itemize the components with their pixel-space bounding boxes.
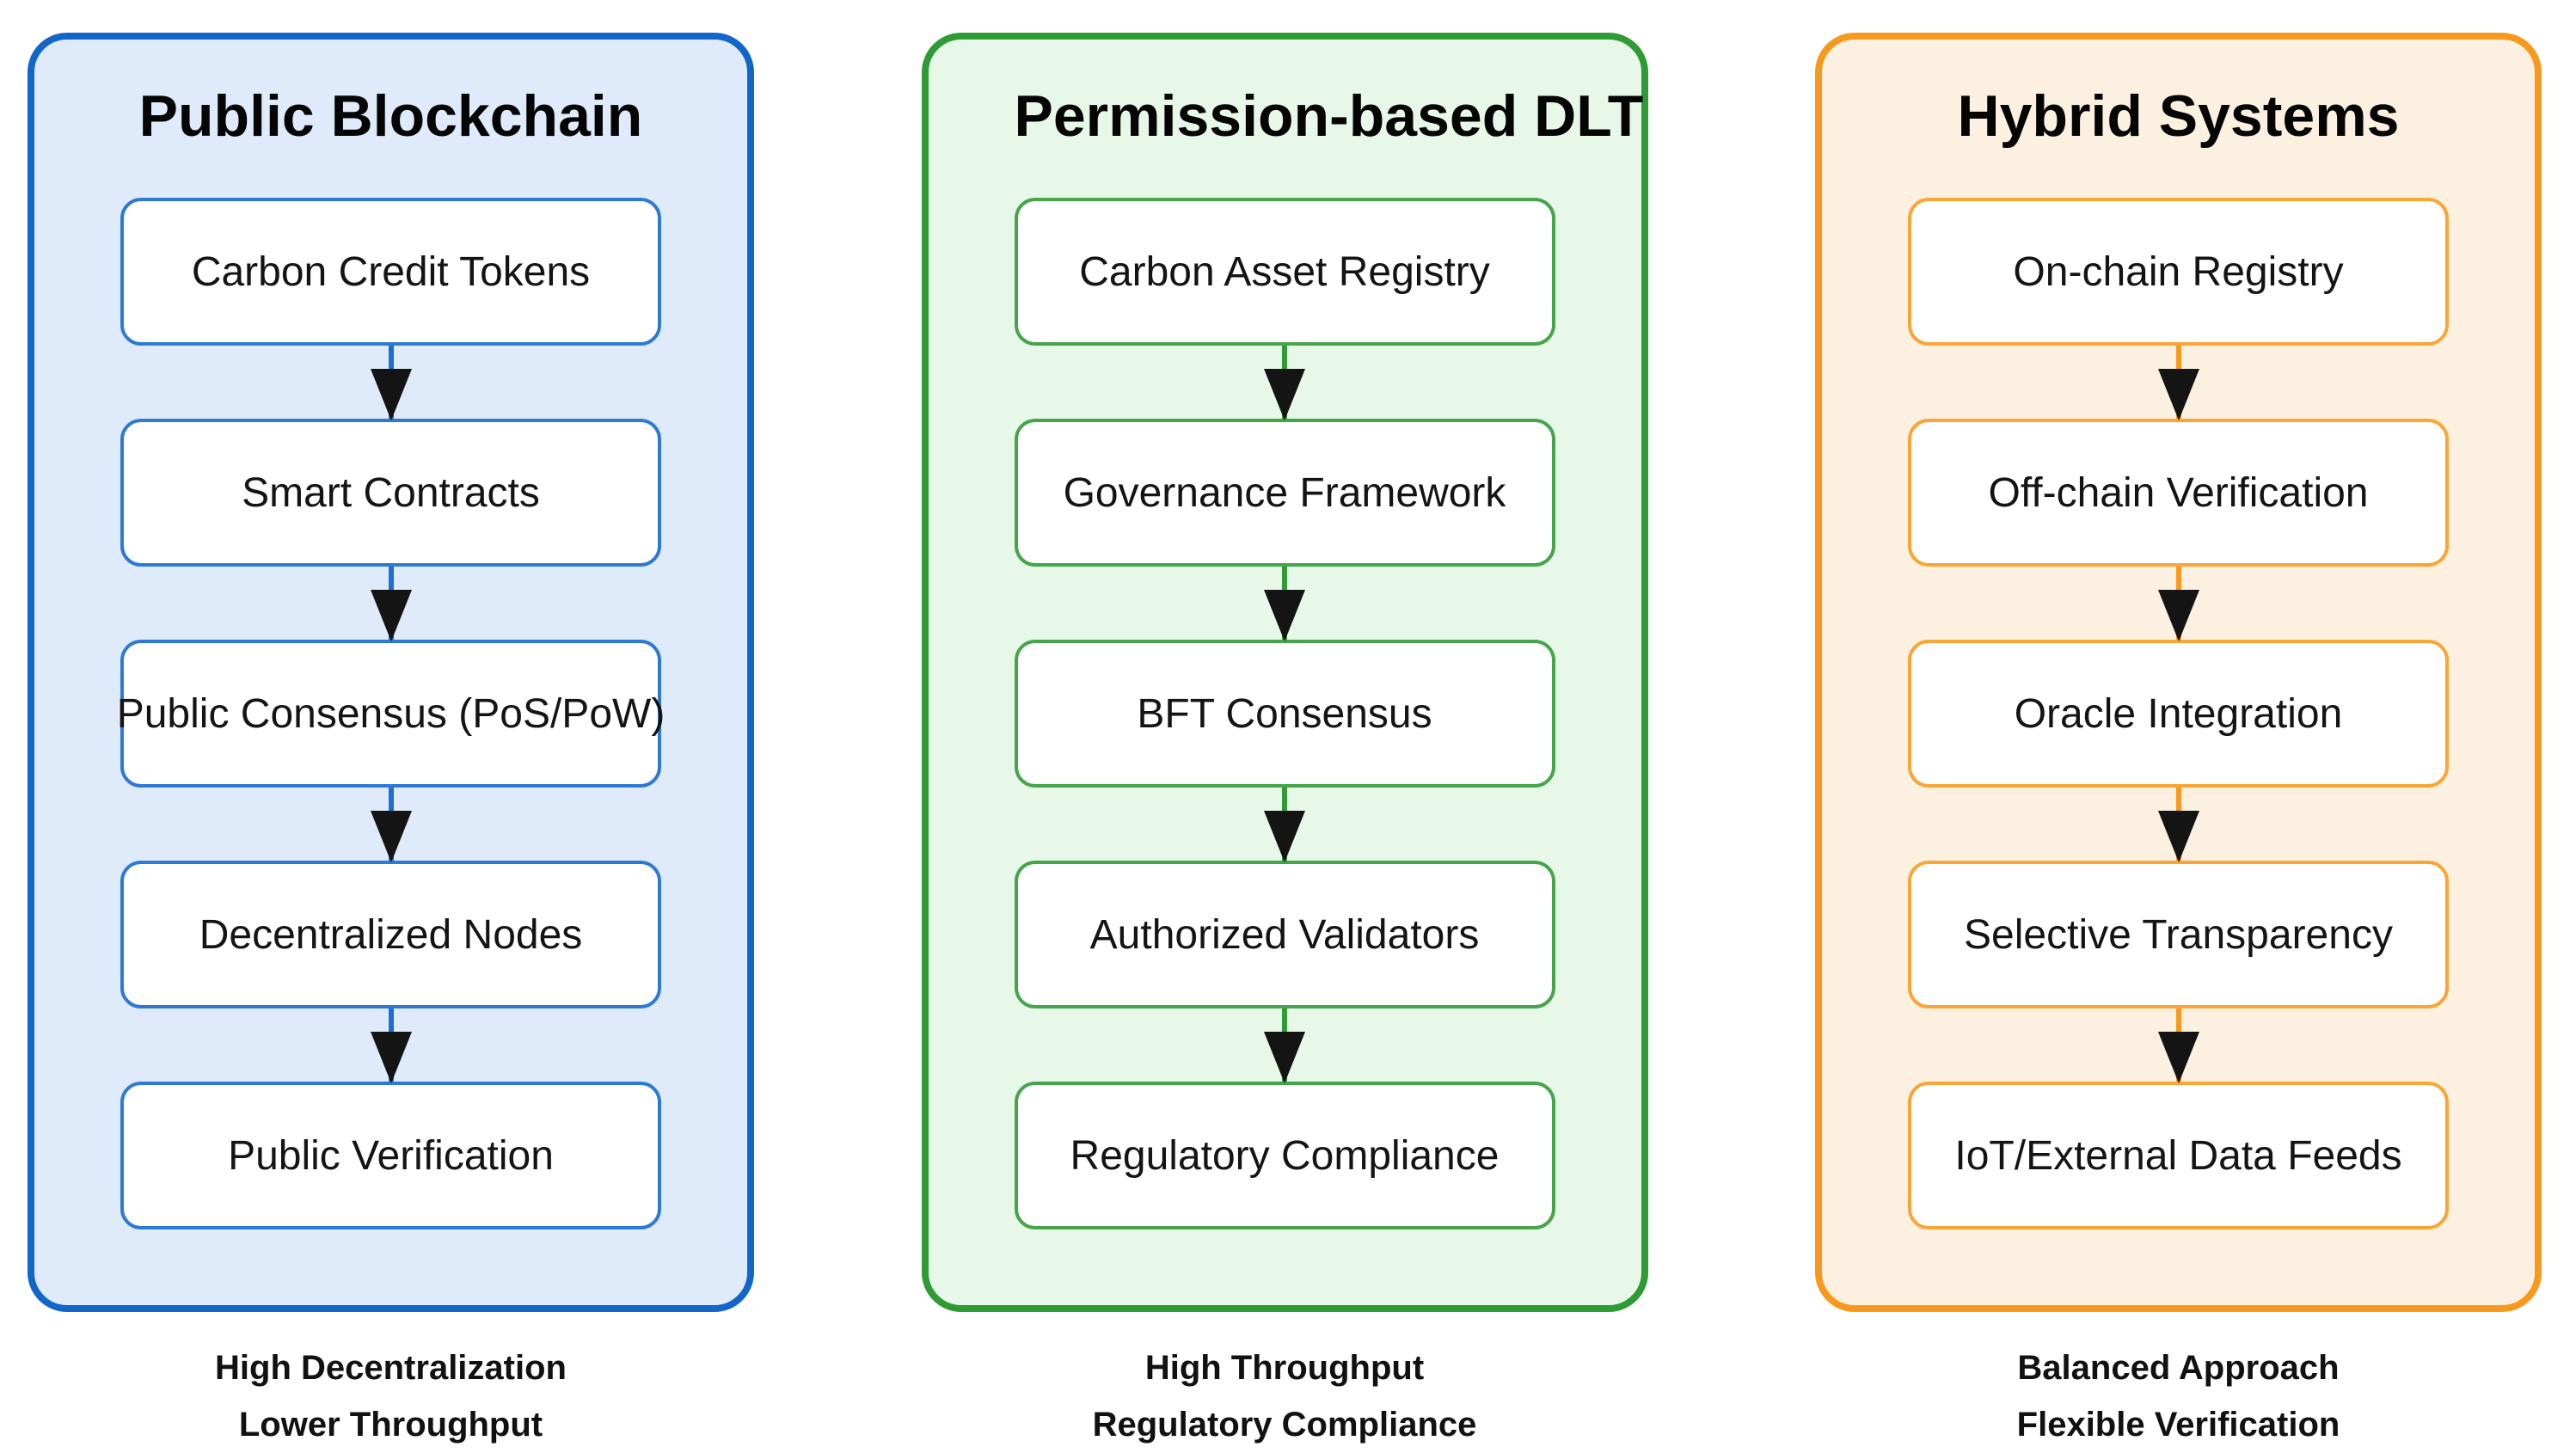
node-box: On-chain Registry — [1908, 198, 2449, 346]
arrowhead-down-icon — [1264, 1032, 1305, 1083]
column-title: Permission-based DLT — [1014, 83, 1644, 149]
caption-line: Balanced Approach — [2017, 1349, 2340, 1387]
flow-arrow — [1908, 1009, 2449, 1083]
arrowhead-down-icon — [370, 369, 412, 420]
arrowhead-down-icon — [370, 811, 412, 862]
node-box: IoT/External Data Feeds — [1908, 1082, 2449, 1229]
flow-arrow — [1015, 346, 1555, 420]
column-title: Hybrid Systems — [1957, 83, 2400, 149]
column-title: Public Blockchain — [138, 83, 643, 149]
flow-arrow — [1908, 788, 2449, 862]
permission-based-dlt-container: Permission-based DLT Carbon Asset Regist… — [921, 33, 1648, 1312]
node-box: Off-chain Verification — [1908, 419, 2449, 567]
flow-arrow — [120, 1009, 661, 1083]
flow-arrow — [120, 567, 661, 641]
arrowhead-down-icon — [1264, 590, 1305, 641]
arrowhead-down-icon — [370, 1032, 412, 1083]
node-box: Carbon Asset Registry — [1014, 198, 1555, 346]
caption-line: Regulatory Compliance — [1092, 1406, 1477, 1444]
public-blockchain-container: Public Blockchain Carbon Credit Tokens S… — [28, 33, 754, 1312]
columns-row: Public Blockchain Carbon Credit Tokens S… — [28, 33, 2542, 1453]
node-box: BFT Consensus — [1014, 640, 1555, 788]
column-permission-based-dlt: Permission-based DLT Carbon Asset Regist… — [921, 33, 1648, 1453]
column-hybrid-systems: Hybrid Systems On-chain Registry Off-cha… — [1815, 33, 2542, 1453]
node-box: Smart Contracts — [120, 419, 661, 567]
caption-line: High Throughput — [1144, 1349, 1425, 1387]
hybrid-systems-container: Hybrid Systems On-chain Registry Off-cha… — [1815, 33, 2542, 1312]
flow-arrow — [1015, 788, 1555, 862]
arrowhead-down-icon — [2157, 1032, 2199, 1083]
arrowhead-down-icon — [1264, 369, 1305, 420]
caption-line: Lower Throughput — [238, 1406, 543, 1444]
column-caption: High Throughput Regulatory Compliance — [1093, 1340, 1477, 1453]
flow-arrow — [1908, 567, 2449, 641]
arrowhead-down-icon — [2157, 590, 2199, 641]
caption-line: High Decentralization — [215, 1349, 567, 1387]
column-caption: High Decentralization Lower Throughput — [215, 1340, 567, 1453]
node-box: Carbon Credit Tokens — [120, 198, 661, 346]
arrowhead-down-icon — [370, 590, 412, 641]
flow-arrow — [120, 346, 661, 420]
node-box: Governance Framework — [1014, 419, 1555, 567]
node-box: Oracle Integration — [1908, 640, 2449, 788]
node-box: Public Verification — [120, 1082, 661, 1229]
node-box: Selective Transparency — [1908, 861, 2449, 1009]
caption-line: Flexible Verification — [2016, 1406, 2340, 1444]
column-public-blockchain: Public Blockchain Carbon Credit Tokens S… — [28, 33, 754, 1453]
flow-arrow — [1015, 1009, 1555, 1083]
flow-arrow — [1908, 346, 2449, 420]
node-box: Public Consensus (PoS/PoW) — [117, 640, 665, 788]
node-box: Regulatory Compliance — [1014, 1082, 1555, 1229]
arrowhead-down-icon — [2157, 811, 2199, 862]
flow-arrow — [120, 788, 661, 862]
arrowhead-down-icon — [2157, 369, 2199, 420]
node-box: Decentralized Nodes — [120, 861, 661, 1009]
arrowhead-down-icon — [1264, 811, 1305, 862]
node-box: Authorized Validators — [1014, 861, 1555, 1009]
flow-arrow — [1015, 567, 1555, 641]
column-caption: Balanced Approach Flexible Verification — [2017, 1340, 2340, 1453]
